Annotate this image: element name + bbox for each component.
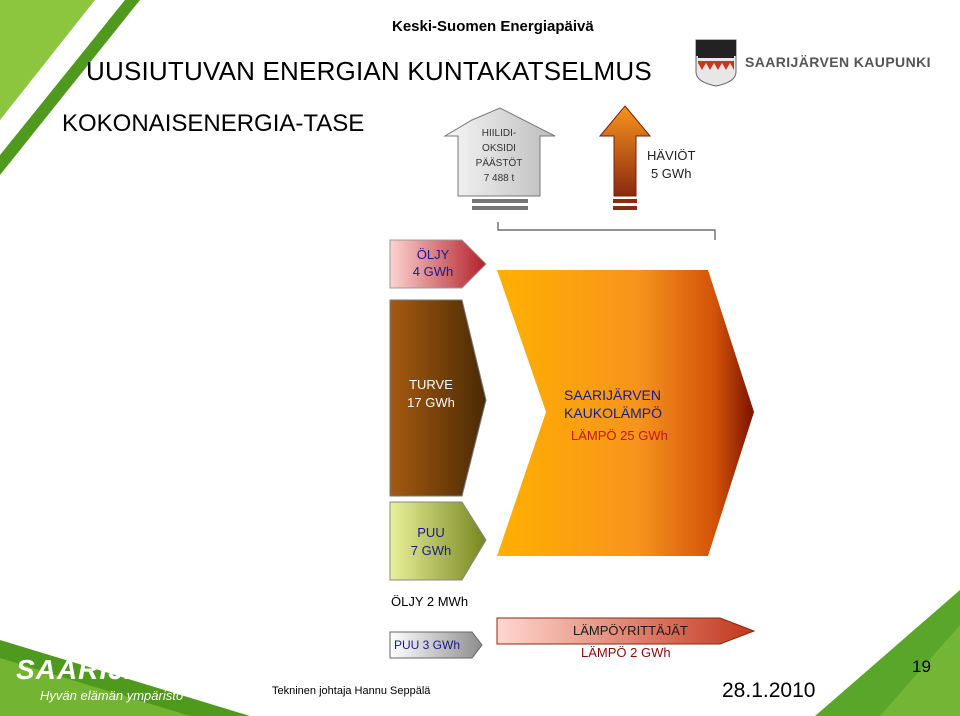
district-heat-chevron (497, 270, 754, 556)
page-number: 19 (912, 657, 931, 676)
decor-bottom-light (0, 658, 190, 716)
decor-bottom-right-light (880, 625, 960, 716)
brand-logo-text: SAARIJÄRVI (16, 654, 196, 685)
peat-title: TURVE (409, 377, 453, 392)
peat-value: 17 GWh (407, 395, 455, 410)
connector-bracket (497, 222, 716, 240)
wood2-label: PUU 3 GWh (394, 638, 461, 652)
oil-label: ÖLJY 4 GWh (390, 246, 476, 280)
co2-line-1: HIILIDI- (481, 128, 517, 139)
wood2-box (389, 631, 483, 659)
wood-value: 7 GWh (410, 543, 452, 558)
losses-arrow (598, 105, 652, 197)
page-subtitle: KOKONAISENERGIA-TASE (62, 110, 365, 137)
plant-line-1: SAARIJÄRVEN (564, 387, 661, 403)
wood-label: PUU 7 GWh (390, 524, 472, 560)
oil-title: ÖLJY (416, 247, 450, 262)
brand-slogan: Hyvän elämän ympäristö (40, 688, 184, 703)
peat-input-arrow (389, 299, 487, 497)
losses-bar-1 (613, 199, 637, 203)
wood-input-arrow (389, 501, 487, 581)
decor-stripe-dark (0, 0, 140, 175)
oil-input-arrow (389, 239, 487, 289)
event-title: Keski-Suomen Energiapäivä (392, 18, 594, 35)
peat-label: TURVE 17 GWh (390, 376, 472, 412)
losses-title: HÄVIÖT (647, 148, 696, 163)
decor-stripe-light (0, 0, 95, 120)
losses-value: 5 GWh (650, 166, 692, 181)
co2-arrow (443, 107, 556, 197)
presenter: Tekninen johtaja Hannu Seppälä (272, 685, 431, 697)
brand-swoosh-icon (167, 666, 197, 673)
slide-date: 28.1.2010 (722, 679, 816, 702)
wood-title: PUU (417, 525, 445, 540)
plant-heat: LÄMPÖ 25 GWh (571, 428, 668, 443)
losses-label: HÄVIÖT 5 GWh (647, 147, 695, 183)
contractors-arrow (496, 617, 756, 645)
plant-label: SAARIJÄRVEN KAUKOLÄMPÖ (564, 386, 662, 422)
page-title: UUSIUTUVAN ENERGIAN KUNTAKATSELMUS (86, 56, 652, 86)
oil-value: 4 GWh (412, 264, 454, 279)
org-name: SAARIJÄRVEN KAUPUNKI (745, 54, 931, 70)
co2-line-2: OKSIDI (482, 143, 516, 154)
coat-of-arms-emblem (695, 39, 737, 87)
co2-line-3: PÄÄSTÖT (475, 158, 523, 169)
co2-value: 7 488 t (483, 173, 515, 184)
contractors-heat: LÄMPÖ 2 GWh (581, 645, 671, 660)
co2-bar-2 (472, 206, 528, 210)
co2-label: HIILIDI- OKSIDI PÄÄSTÖT 7 488 t (458, 126, 540, 186)
contractors-label: LÄMPÖYRITTÄJÄT (573, 623, 688, 638)
plant-line-2: KAUKOLÄMPÖ (564, 405, 663, 421)
oil2-label: ÖLJY 2 MWh (391, 594, 469, 609)
losses-bar-2 (613, 206, 637, 210)
co2-bar-1 (472, 199, 528, 203)
